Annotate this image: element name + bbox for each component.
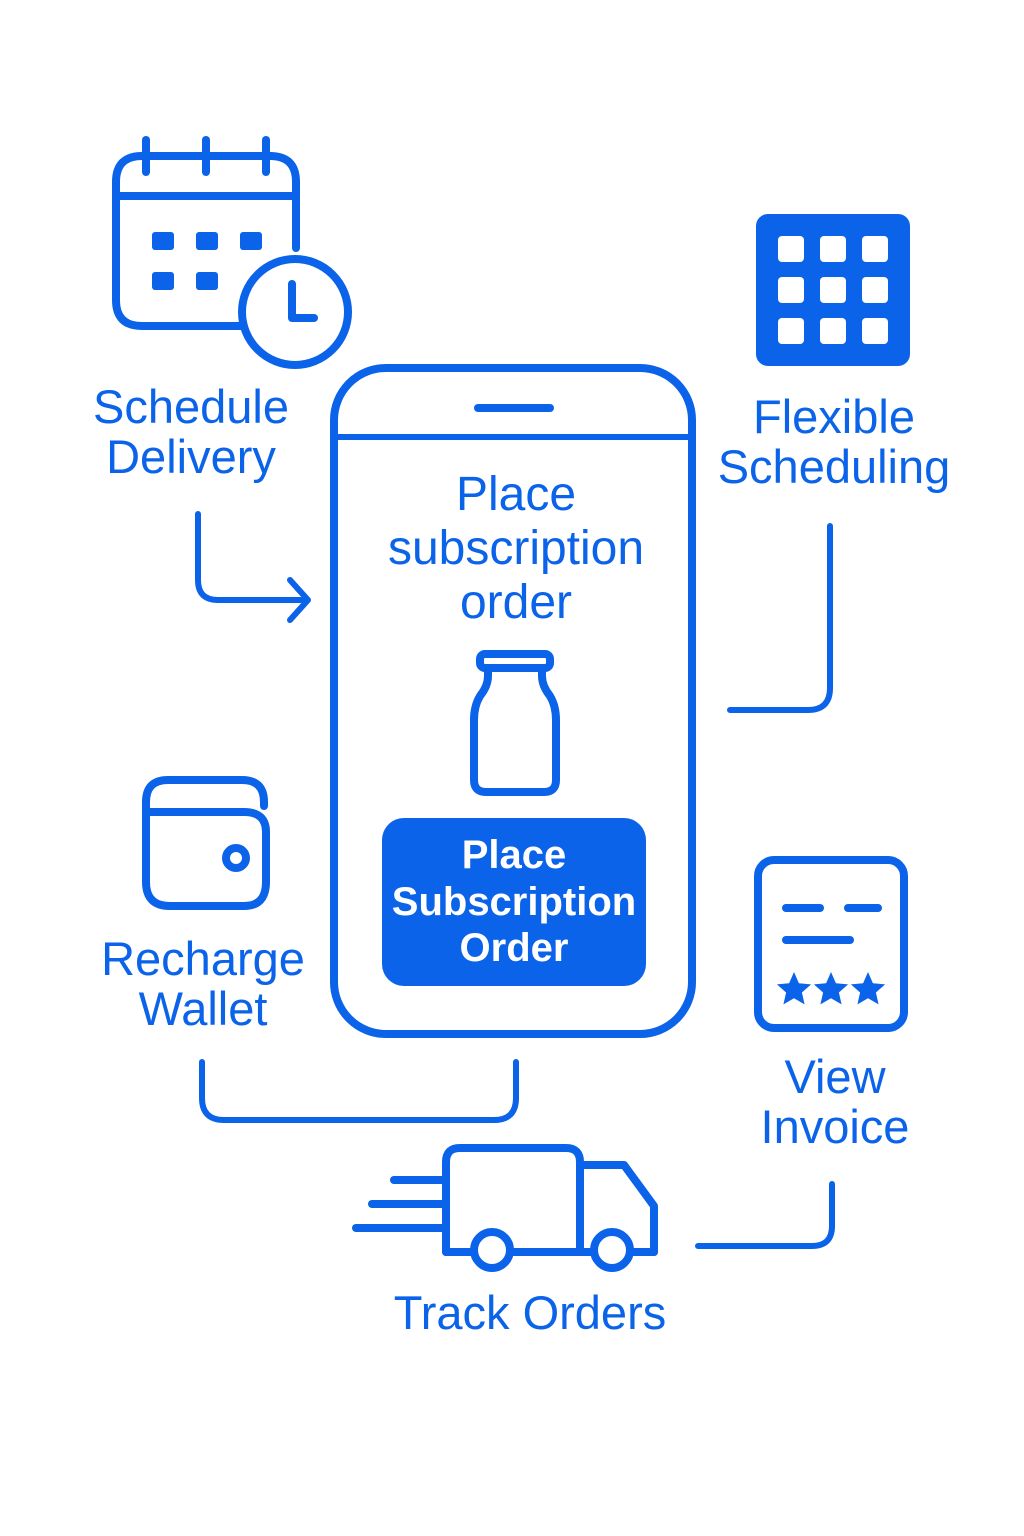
view-invoice-label: View Invoice xyxy=(720,1052,950,1152)
recharge-wallet-label-line2: Wallet xyxy=(138,981,268,1035)
phone-title-line3: order xyxy=(459,575,573,629)
flexible-scheduling-label-line2: Scheduling xyxy=(717,439,951,493)
view-invoice-label-line2: Invoice xyxy=(760,1099,910,1153)
milk-bottle-icon xyxy=(470,650,560,796)
phone-title-line2: subscription xyxy=(387,521,645,575)
view-invoice-label-line1: View xyxy=(784,1050,886,1103)
recharge-wallet-label-line1: Recharge xyxy=(101,932,305,985)
schedule-delivery-label: Schedule Delivery xyxy=(60,382,322,482)
order-button-line3: Order xyxy=(459,926,569,971)
flexible-scheduling-label-line1: Flexible xyxy=(753,390,915,443)
recharge-wallet-label: Recharge Wallet xyxy=(70,934,336,1034)
connector-invoice-to-track xyxy=(695,1181,835,1249)
connector-schedule-to-phone xyxy=(195,511,311,623)
invoice-icon xyxy=(754,856,908,1032)
track-orders-label-text: Track Orders xyxy=(393,1286,667,1339)
schedule-delivery-label-line1: Schedule xyxy=(93,380,289,433)
phone-screen-title: Place subscription order xyxy=(350,468,682,629)
phone-title-line1: Place xyxy=(455,468,577,521)
order-button-line2: Subscription xyxy=(391,879,637,924)
wallet-icon xyxy=(142,776,270,910)
grid-icon xyxy=(756,214,910,366)
order-button-line1: Place xyxy=(461,833,567,878)
connector-flexible-to-phone xyxy=(727,523,833,713)
delivery-truck-icon xyxy=(352,1144,658,1272)
phone-frame xyxy=(330,364,696,1038)
place-subscription-order-button[interactable]: Place Subscription Order xyxy=(382,818,646,986)
calendar-clock-icon xyxy=(112,136,352,369)
track-orders-label: Track Orders xyxy=(330,1288,730,1338)
flexible-scheduling-label: Flexible Scheduling xyxy=(700,392,968,492)
schedule-delivery-label-line2: Delivery xyxy=(106,429,276,483)
connector-recharge-to-phone xyxy=(199,1059,519,1123)
